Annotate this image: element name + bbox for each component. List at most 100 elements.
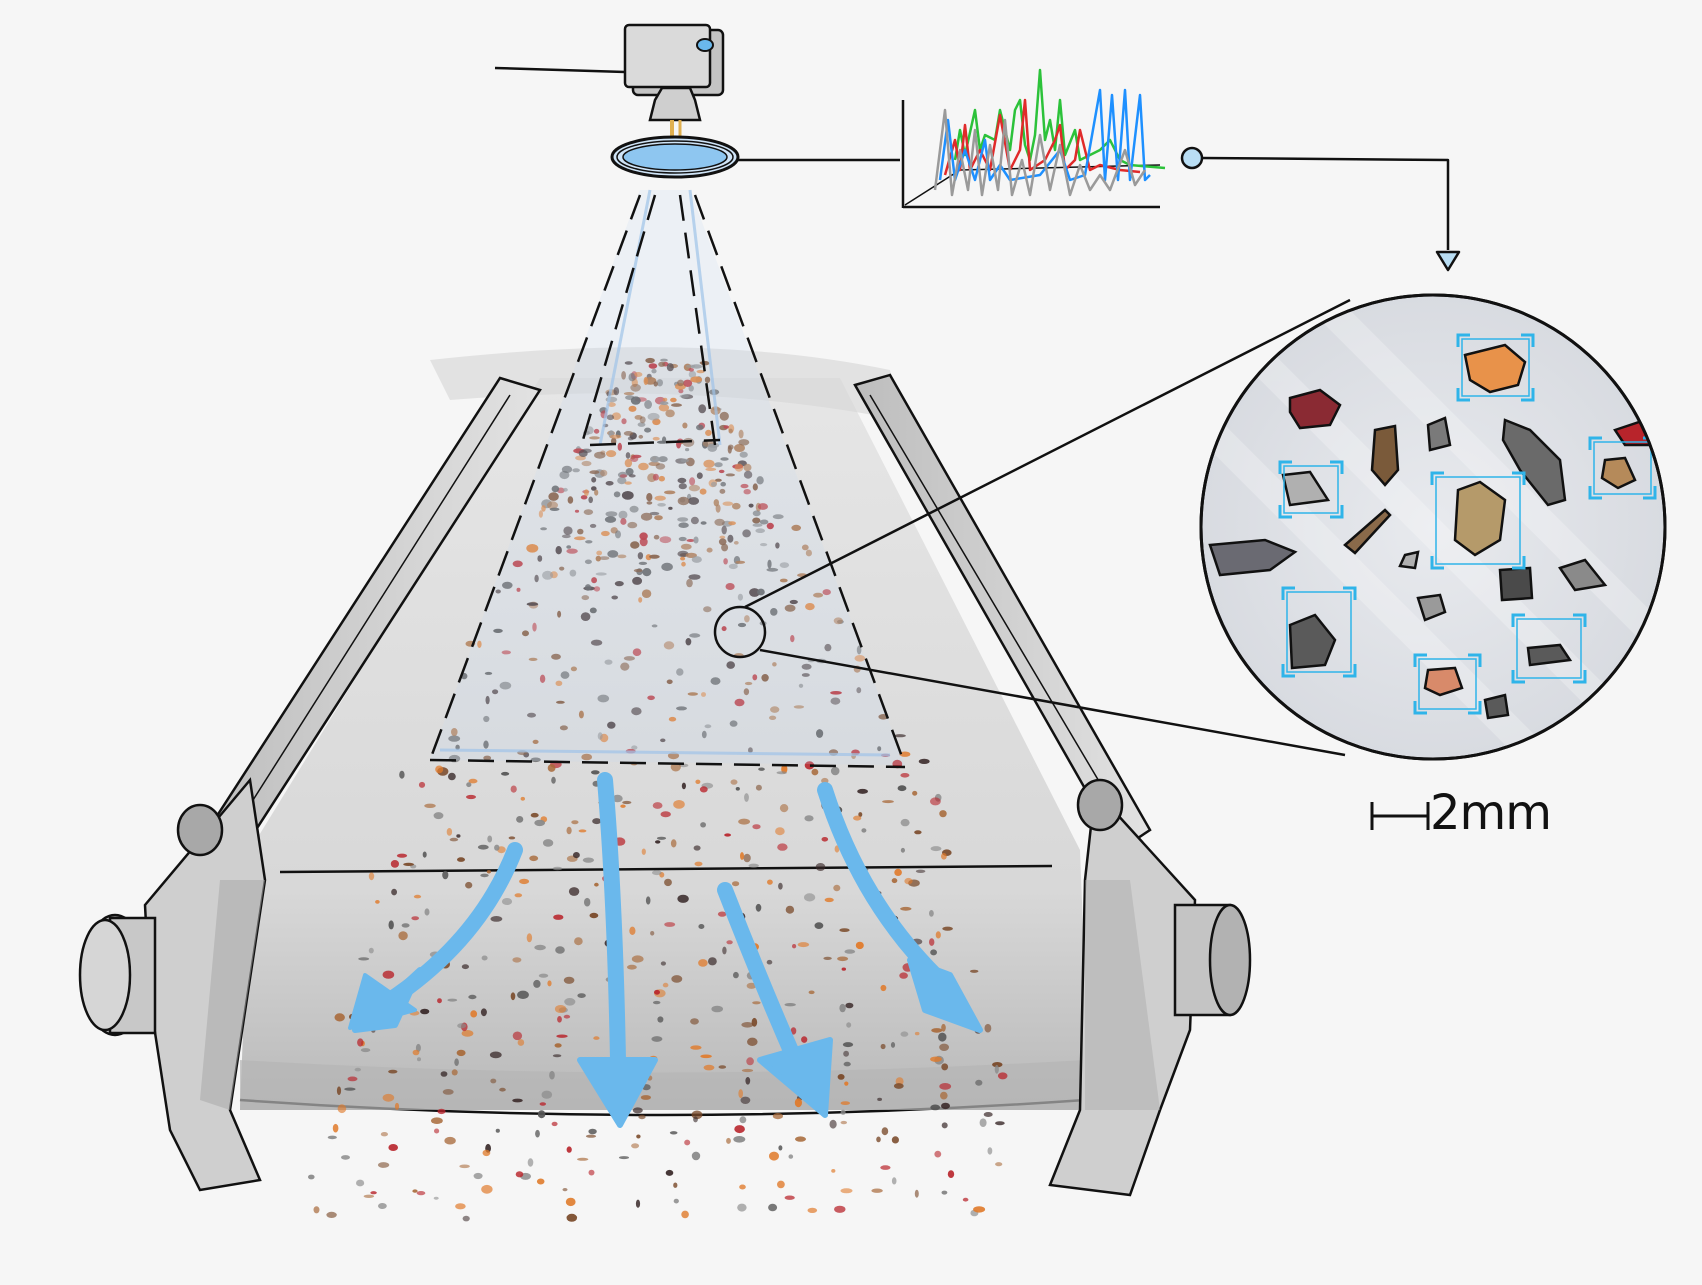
particle: [891, 1136, 900, 1144]
particle: [627, 964, 637, 970]
particle: [601, 530, 610, 537]
particle: [618, 1156, 630, 1160]
particle: [375, 900, 380, 904]
particle: [758, 767, 765, 771]
particle: [577, 1157, 589, 1161]
particle: [649, 554, 660, 559]
particle: [703, 1064, 715, 1071]
particle: [593, 586, 601, 592]
particle: [468, 778, 478, 784]
particle: [939, 1043, 949, 1052]
particle: [995, 1121, 1005, 1126]
particle: [769, 715, 777, 720]
particle: [588, 496, 593, 504]
particle: [768, 1203, 778, 1212]
particle: [843, 1061, 851, 1067]
particle: [942, 926, 953, 931]
particle: [877, 746, 882, 752]
particle: [589, 436, 600, 440]
particle: [757, 503, 769, 510]
fragment-gray-left: [1281, 470, 1331, 507]
fragment-gray-hook: [1426, 416, 1452, 452]
particle: [650, 931, 655, 936]
particle: [658, 404, 670, 412]
magnifier-connector: [713, 298, 1351, 757]
particle: [657, 1016, 664, 1023]
particle: [839, 1003, 846, 1013]
fragment-slate-left: [1208, 538, 1298, 577]
particle: [573, 852, 580, 859]
particle: [900, 818, 910, 827]
particle: [690, 1018, 699, 1025]
particle: [547, 501, 558, 510]
particle: [336, 1086, 342, 1095]
particle: [630, 541, 640, 549]
particle: [691, 556, 702, 563]
particle: [807, 1207, 818, 1213]
particle: [805, 603, 815, 611]
particle: [696, 369, 705, 374]
particle: [769, 1151, 779, 1161]
particle: [801, 663, 812, 670]
particle: [461, 1030, 474, 1037]
particle: [535, 1129, 540, 1138]
particle: [605, 511, 618, 517]
particle: [804, 815, 814, 822]
particle: [677, 496, 690, 506]
particle: [559, 566, 565, 571]
particle: [418, 781, 426, 788]
particle: [941, 1122, 948, 1129]
particle: [510, 785, 517, 793]
particle: [585, 540, 593, 544]
particle: [727, 534, 734, 543]
particle: [722, 501, 734, 506]
particle: [538, 973, 549, 978]
particle: [382, 970, 395, 979]
particle: [631, 955, 644, 963]
particle: [678, 522, 689, 528]
particle: [652, 436, 660, 441]
particle: [368, 947, 374, 954]
particle: [914, 1189, 919, 1198]
particle: [604, 659, 613, 665]
particle: [624, 361, 633, 365]
particle: [640, 512, 653, 521]
fragment-peach: [1423, 666, 1464, 697]
particle: [678, 388, 684, 394]
particle: [337, 1104, 347, 1114]
particle: [682, 422, 688, 429]
particle: [728, 563, 738, 570]
particle: [597, 694, 610, 703]
particle: [699, 488, 707, 495]
particle: [804, 893, 816, 902]
particle: [578, 449, 588, 457]
particle: [721, 543, 729, 552]
particle: [568, 887, 580, 896]
particle: [732, 881, 740, 887]
particle: [834, 1205, 846, 1213]
particle: [941, 1102, 950, 1110]
particle: [701, 730, 707, 739]
particle: [897, 785, 907, 792]
particle: [401, 923, 410, 928]
particle: [688, 484, 701, 492]
particle: [555, 680, 563, 686]
particle: [549, 507, 560, 511]
particle: [542, 570, 554, 580]
particle: [778, 1145, 783, 1151]
particle: [557, 610, 562, 618]
particle: [658, 361, 666, 367]
particle: [630, 383, 641, 392]
particle: [941, 853, 947, 860]
particle: [532, 622, 537, 632]
particle: [382, 1093, 395, 1102]
particle: [527, 1158, 534, 1167]
particle: [588, 1128, 597, 1135]
particle: [929, 910, 934, 917]
particle: [554, 1005, 567, 1013]
particle: [723, 425, 729, 429]
particle: [461, 964, 469, 970]
particle: [623, 392, 635, 396]
particle: [477, 640, 482, 648]
particle: [914, 1031, 920, 1036]
